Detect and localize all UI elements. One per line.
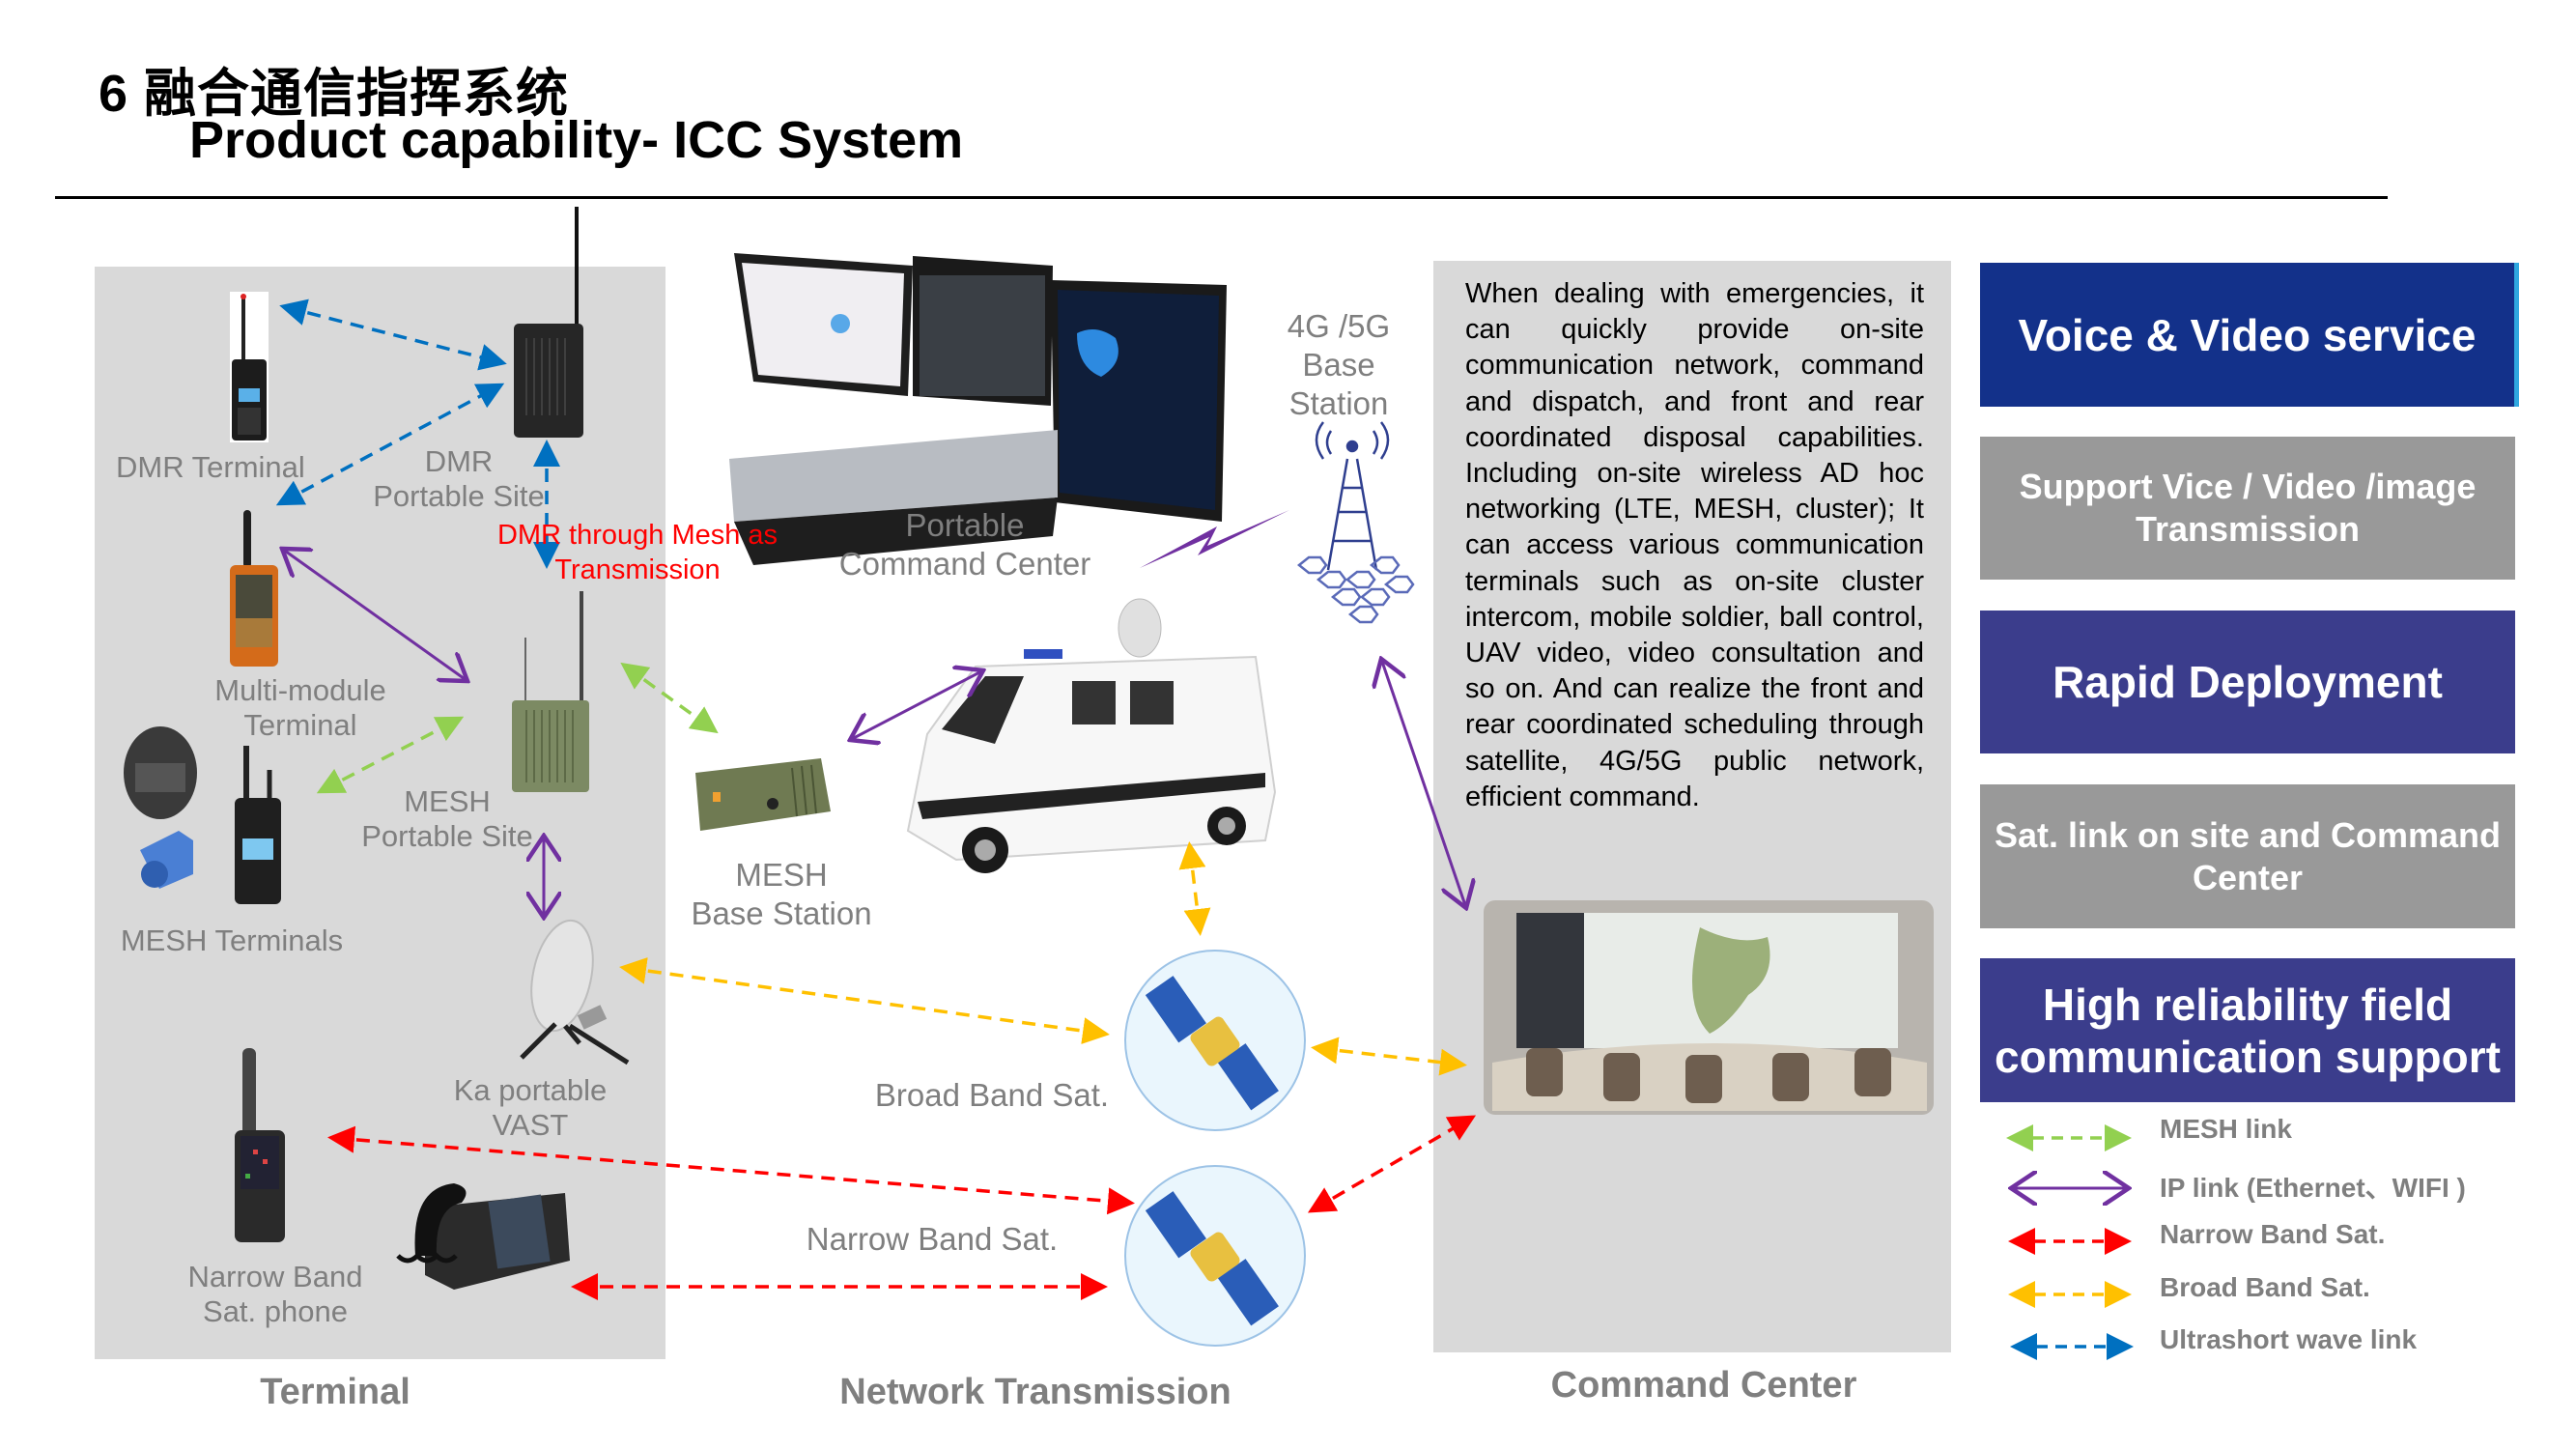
section-label-terminal: Terminal — [260, 1372, 410, 1412]
ka-vsat-label: Ka portable VAST — [424, 1073, 637, 1143]
dmr-portable-site-label-line2: Portable Site — [373, 479, 545, 513]
capability-voice-video: Voice & Video service — [1980, 263, 2519, 407]
link-broadband-van — [1178, 841, 1211, 936]
portable-command-center-label-line1: Portable — [905, 507, 1025, 543]
capability-voice-video-label: Voice & Video service — [2018, 309, 2477, 360]
capability-rapid-deployment-label: Rapid Deployment — [2052, 657, 2443, 707]
mesh-portable-site-label: MESH Portable Site — [341, 784, 553, 854]
ka-vsat-label-line2: VAST — [492, 1108, 569, 1142]
broad-band-sat-label: Broad Band Sat. — [874, 1077, 1110, 1113]
mesh-portable-site-label-line1: MESH — [404, 784, 491, 818]
capability-high-reliability: High reliability field communication sup… — [1980, 958, 2515, 1102]
dmr-portable-site-label-line1: DMR — [424, 444, 494, 478]
portable-command-center-label: Portable Command Center — [820, 506, 1110, 583]
narrow-band-sat-label: Narrow Band Sat. — [806, 1221, 1059, 1257]
dmr-mesh-note: DMR through Mesh as Transmission — [483, 518, 792, 587]
ka-vsat-label-line1: Ka portable — [453, 1073, 608, 1107]
mesh-base-station-icon — [695, 758, 831, 831]
page-title-cn: 6 融合通信指挥系统 — [99, 65, 570, 123]
mesh-terminals-label: MESH Terminals — [120, 923, 344, 957]
capability-sat-link-label: Sat. link on site and Command Center — [1994, 814, 2502, 897]
section-label-network: Network Transmission — [839, 1372, 1231, 1412]
mesh-portable-site-label-line2: Portable Site — [361, 819, 533, 853]
base-station-4g5g-label-line2: Base — [1302, 347, 1375, 383]
portable-command-center-label-line2: Command Center — [838, 546, 1091, 582]
capability-rapid-deployment: Rapid Deployment — [1980, 611, 2515, 753]
multi-module-terminal-label-line1: Multi-module — [214, 673, 386, 707]
capability-transmission: Support Vice / Video /image Transmission — [1980, 437, 2515, 580]
narrow-band-satellite-icon — [1124, 1165, 1306, 1347]
dmr-mesh-note-line2: Transmission — [554, 554, 721, 585]
sat-phone-label-line2: Sat. phone — [203, 1294, 348, 1328]
multi-module-terminal-label-line2: Terminal — [243, 708, 357, 742]
legend-narrow-label: Narrow Band Sat. — [2160, 1219, 2386, 1249]
sat-phone-label: Narrow Band Sat. phone — [169, 1260, 382, 1329]
cell-tower-icon — [1296, 421, 1415, 624]
section-label-command-center: Command Center — [1550, 1365, 1857, 1406]
legend-mesh-label: MESH link — [2160, 1114, 2292, 1144]
link-ip-basestation-van — [850, 670, 983, 740]
command-vehicle-icon — [906, 598, 1277, 873]
capability-transmission-label: Support Vice / Video /image Transmission — [2019, 467, 2477, 549]
dmr-portable-site-label: DMR Portable Site — [353, 444, 565, 514]
mesh-base-station-label: MESH Base Station — [665, 856, 897, 933]
capability-high-reliability-label: High reliability field communication sup… — [1995, 979, 2501, 1082]
capability-sat-link: Sat. link on site and Command Center — [1980, 784, 2515, 928]
broad-band-satellite-icon — [1124, 950, 1306, 1131]
title-divider — [55, 196, 2388, 199]
link-broadband-vsat — [619, 956, 1110, 1045]
multi-module-terminal-label: Multi-module Terminal — [194, 673, 407, 743]
legend-broad-label: Broad Band Sat. — [2160, 1272, 2370, 1302]
wireless-bolt-icon — [1140, 510, 1289, 568]
legend-ultrashort-label: Ultrashort wave link — [2160, 1324, 2418, 1354]
dmr-terminal-label: DMR Terminal — [116, 450, 305, 484]
base-station-4g5g-label: 4G /5G Base Station — [1261, 307, 1416, 423]
mesh-base-station-label-line2: Base Station — [691, 895, 872, 931]
dmr-mesh-note-line1: DMR through Mesh as — [496, 520, 778, 551]
legend-ip-label: IP link (Ethernet、WIFI ) — [2160, 1173, 2466, 1203]
mesh-base-station-label-line1: MESH — [735, 857, 828, 893]
command-center-description: When dealing with emergencies, it can qu… — [1465, 278, 1924, 812]
sat-phone-label-line1: Narrow Band — [187, 1260, 363, 1293]
base-station-4g5g-label-line3: Station — [1288, 385, 1389, 421]
page-title-en: Product capability- ICC System — [189, 111, 964, 169]
command-center-panel — [1433, 261, 1951, 1352]
base-station-4g5g-label-line1: 4G /5G — [1287, 308, 1391, 344]
